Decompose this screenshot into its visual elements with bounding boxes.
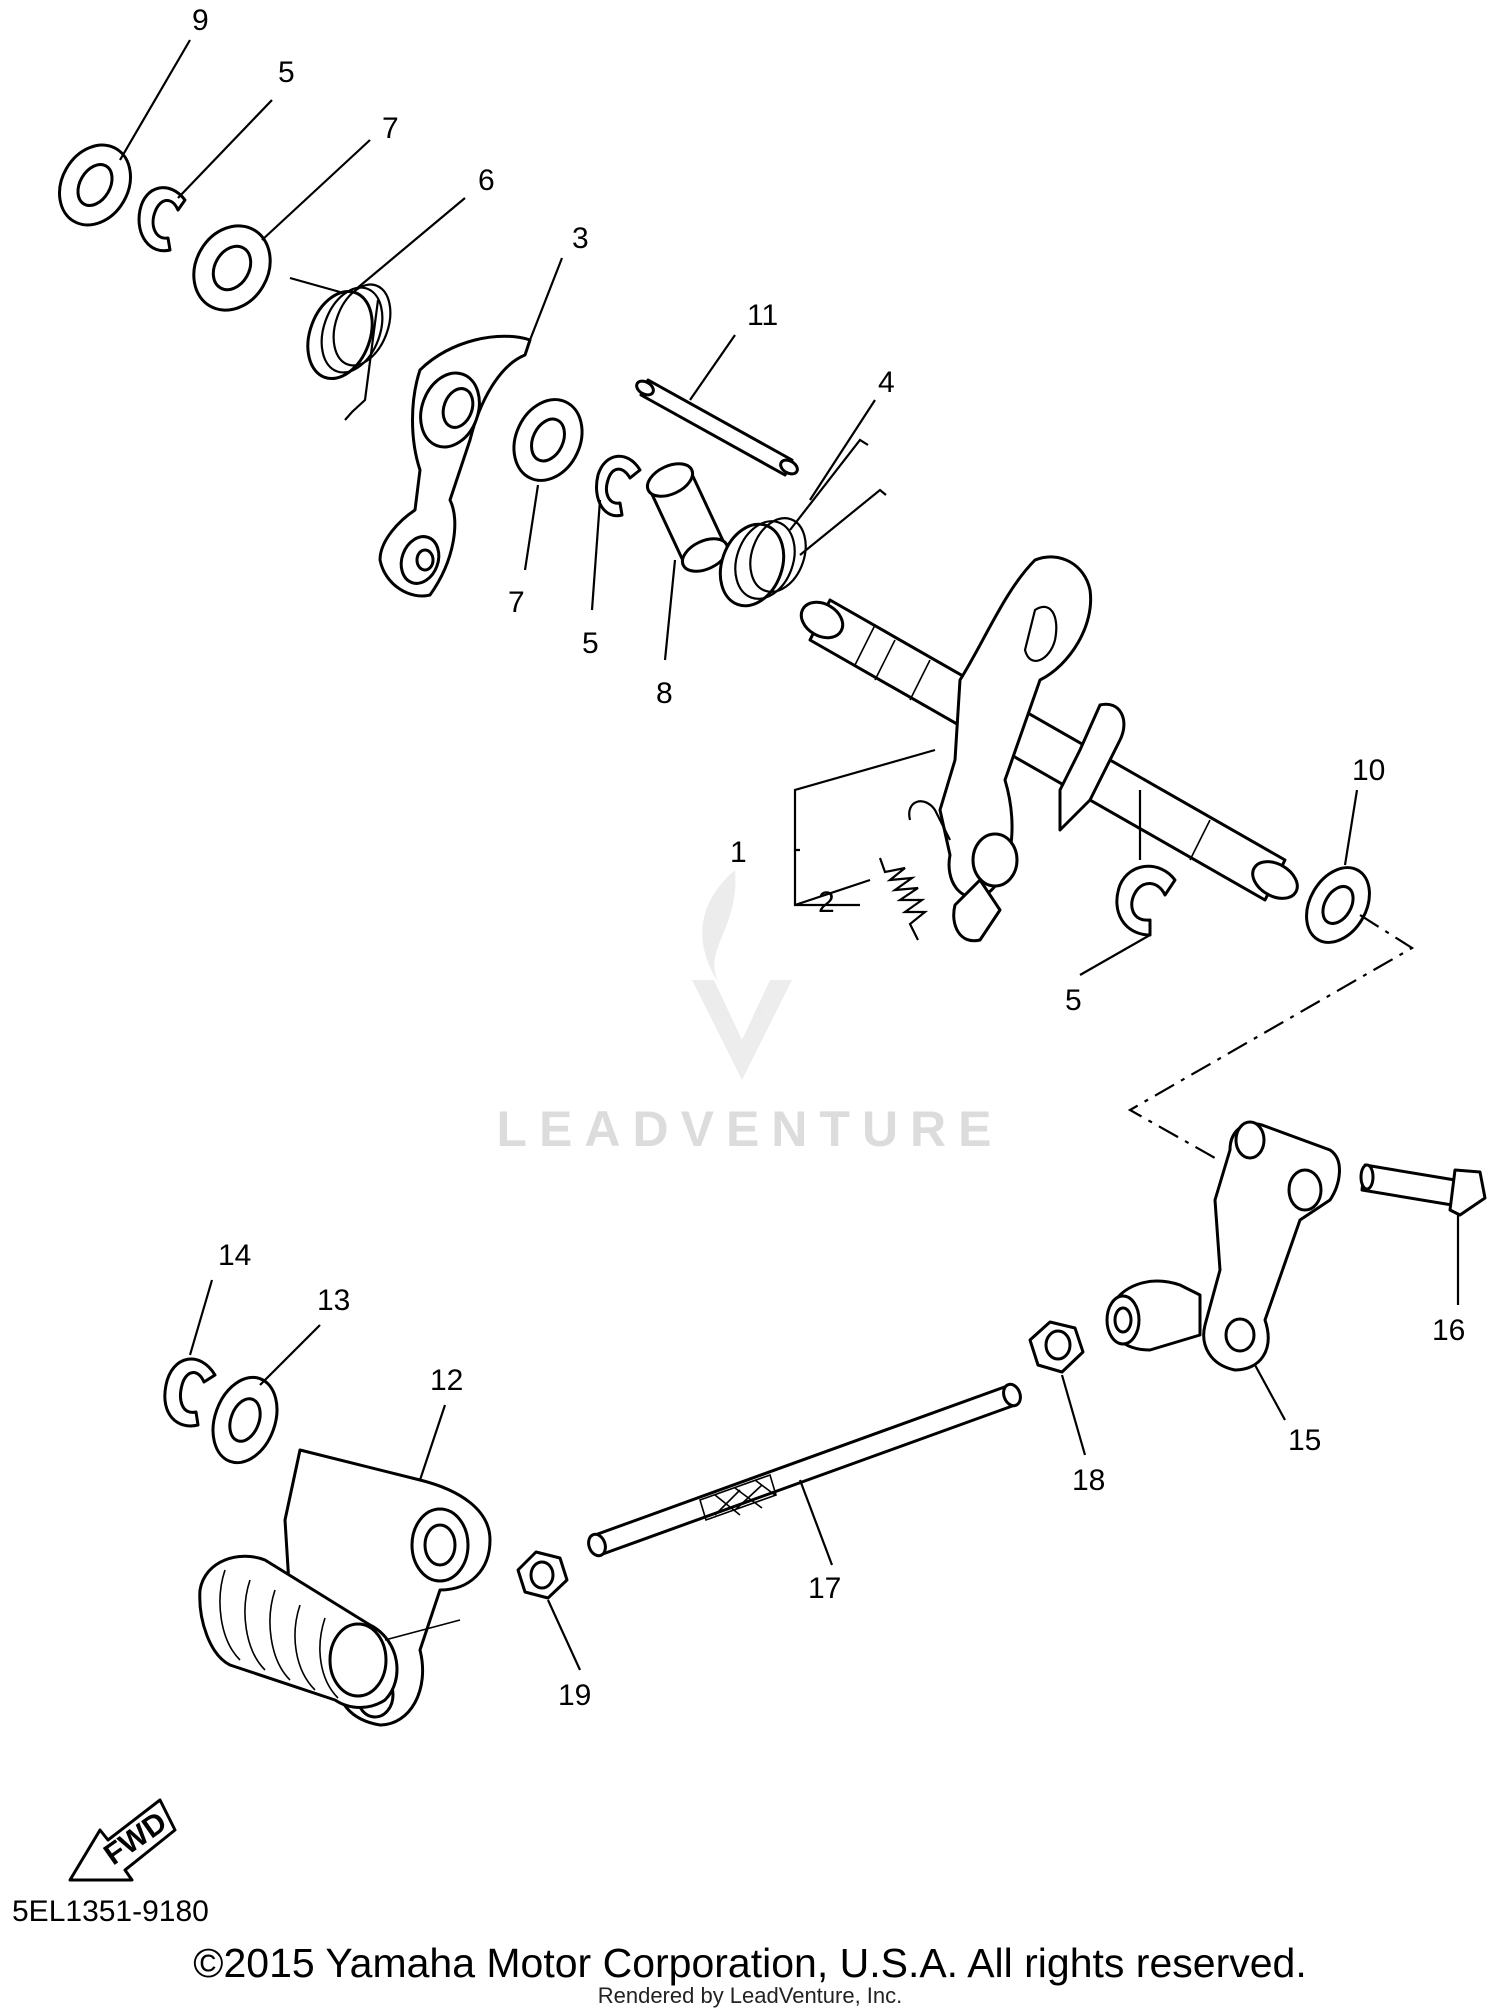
fwd-arrow-icon: FWD (68, 1798, 177, 1882)
watermark-text: LEADVENTURE (496, 1101, 1004, 1157)
part-7-washer-mid[interactable] (501, 388, 595, 491)
callout-7: 7 (382, 112, 399, 145)
callout-3: 3 (572, 222, 589, 255)
leader-lines (119, 39, 1460, 1671)
part-5-circlip-shaft[interactable] (1115, 864, 1177, 937)
callout-6: 6 (478, 164, 495, 197)
callout-5: 5 (1065, 984, 1082, 1017)
part-15-shift-arm[interactable] (1105, 1120, 1341, 1372)
callout-16: 16 (1432, 1314, 1465, 1347)
callout-9: 9 (192, 4, 209, 37)
part-9-washer[interactable] (45, 132, 144, 238)
callout-5: 5 (582, 627, 599, 660)
callout-numbers: 9 5 7 6 3 11 4 7 5 8 10 1 2 5 14 13 12 1… (192, 4, 1465, 1712)
callout-12: 12 (430, 1364, 463, 1397)
callout-8: 8 (656, 677, 673, 710)
part-13-washer[interactable] (202, 1368, 288, 1471)
callout-13: 13 (317, 1284, 350, 1317)
callout-19: 19 (558, 1679, 591, 1712)
callout-5: 5 (278, 56, 295, 89)
catalog-code: 5EL1351-9180 (12, 1895, 209, 1928)
part-12-shift-pedal[interactable] (198, 1448, 492, 1727)
part-1-shift-shaft[interactable] (795, 555, 1304, 943)
part-3-shift-arm[interactable] (378, 334, 532, 598)
part-2-spring[interactable] (878, 857, 929, 941)
callout-11: 11 (747, 299, 778, 332)
part-10-washer[interactable] (1294, 856, 1382, 953)
part-5-circlip-top[interactable] (137, 186, 187, 253)
assembly-dash-line (1127, 914, 1415, 1159)
part-7-washer-top[interactable] (179, 212, 285, 324)
callout-17: 17 (808, 1572, 841, 1605)
part-5-circlip-mid[interactable] (595, 454, 642, 518)
copyright-notice: ©2015 Yamaha Motor Corporation, U.S.A. A… (193, 1940, 1307, 1986)
part-18-nut[interactable] (1028, 1320, 1085, 1374)
watermark-logo (692, 870, 792, 1080)
part-17-shift-rod[interactable] (586, 1382, 1024, 1558)
part-6-torsion-spring[interactable] (289, 276, 401, 421)
part-14-circlip[interactable] (163, 1357, 217, 1428)
part-4-torsion-spring[interactable] (709, 438, 887, 615)
callout-10: 10 (1352, 754, 1385, 787)
part-19-nut[interactable] (516, 1550, 569, 1600)
callout-18: 18 (1072, 1464, 1105, 1497)
part-11-pin[interactable] (634, 378, 800, 477)
callout-4: 4 (878, 366, 895, 399)
callout-2: 2 (818, 886, 835, 919)
callout-1: 1 (730, 836, 747, 869)
part-16-bolt[interactable] (1359, 1163, 1487, 1217)
callout-7: 7 (508, 586, 525, 619)
callout-14: 14 (218, 1239, 251, 1272)
part-8-collar[interactable] (642, 457, 732, 578)
rendered-by-note: Rendered by LeadVenture, Inc. (597, 1983, 903, 2008)
callout-15: 15 (1288, 1424, 1321, 1457)
